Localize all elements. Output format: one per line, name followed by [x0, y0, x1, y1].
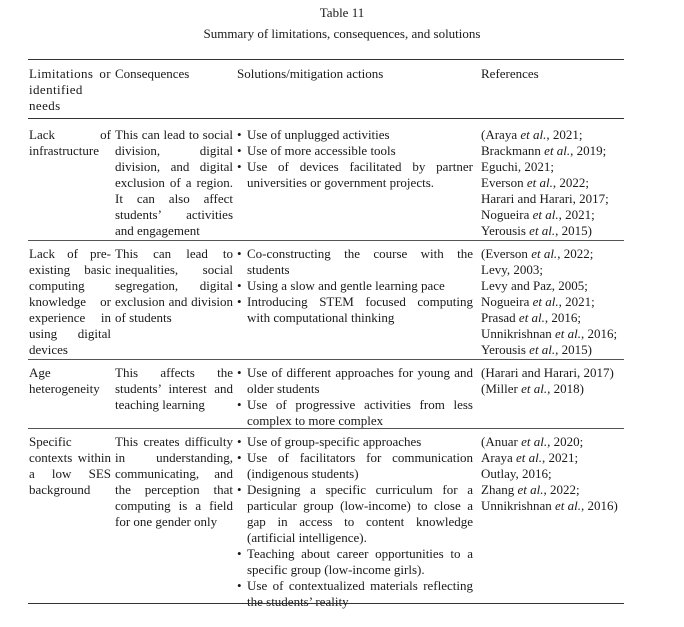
solution-item: Use of more accessible tools	[237, 143, 473, 159]
top-rule	[28, 59, 624, 60]
references-cell: (Anuar et al., 2020; Araya et al., 2021;…	[481, 434, 631, 514]
reference-line: Yerousis et al., 2015)	[481, 342, 593, 357]
bottom-rule	[28, 603, 624, 604]
reference-line: Nogueira et al., 2021;	[481, 294, 595, 309]
reference-line: Prasad et al., 2016;	[481, 310, 582, 325]
limitation-cell: Lack of infrastructure	[29, 127, 111, 158]
solution-item: Introducing STEM focused computing with …	[237, 294, 473, 326]
reference-line: Unnikrishnan et al., 2016;	[481, 326, 618, 341]
references-cell: (Araya et al., 2021; Brackmann et al., 2…	[481, 127, 631, 239]
reference-line: Nogueira et al., 2021;	[481, 207, 595, 222]
reference-line: Brackmann et al., 2019;	[481, 143, 607, 158]
reference-line: (Miller et al., 2018)	[481, 381, 584, 396]
solutions-list: Use of group-specific approaches Use of …	[237, 434, 473, 610]
reference-line: (Anuar et al., 2020;	[481, 434, 584, 449]
solutions-list: Use of different approaches for young an…	[237, 365, 473, 429]
solution-item: Teaching about career opportunities to a…	[237, 546, 473, 578]
references-cell: (Everson et al., 2022; Levy, 2003; Levy …	[481, 246, 631, 358]
consequence-cell: This can lead to social division, digita…	[115, 127, 233, 238]
reference-line: Unnikrishnan et al., 2016)	[481, 498, 618, 513]
header-solutions: Solutions/mitigation actions	[237, 66, 384, 81]
solution-item: Use of contextualized materials reflecti…	[237, 578, 473, 610]
solution-item: Use of different approaches for young an…	[237, 365, 473, 397]
consequence-cell: This creates difficulty in understanding…	[115, 434, 233, 529]
reference-line: Outlay, 2016;	[481, 466, 552, 481]
reference-line: (Harari and Harari, 2017)	[481, 365, 614, 380]
solution-item: Use of group-specific approaches	[237, 434, 473, 450]
reference-line: (Araya et al., 2021;	[481, 127, 583, 142]
reference-line: Harari and Harari, 2017;	[481, 191, 609, 206]
reference-line: Everson et al., 2022;	[481, 175, 589, 190]
header-rule	[28, 118, 624, 119]
solution-item: Using a slow and gentle learning pace	[237, 278, 473, 294]
solution-item: Use of unplugged activities	[237, 127, 473, 143]
reference-line: Yerousis et al., 2015)	[481, 223, 593, 238]
consequence-cell: This can lead to inequalities, social se…	[115, 246, 233, 325]
reference-line: Levy, 2003;	[481, 262, 543, 277]
header-consequences: Consequences	[115, 66, 190, 81]
table-title: Summary of limitations, consequences, an…	[203, 26, 481, 41]
solution-item: Co-constructing the course with the stud…	[237, 246, 473, 278]
limitation-cell: Age heterogeneity	[29, 365, 100, 396]
row-divider	[28, 240, 624, 241]
reference-line: Levy and Paz, 2005;	[481, 278, 588, 293]
header-limitations: Limitations or identified needs	[29, 66, 111, 113]
solutions-list: Use of unplugged activities Use of more …	[237, 127, 473, 191]
references-cell: (Harari and Harari, 2017) (Miller et al.…	[481, 365, 631, 397]
table-number: Table 11	[319, 5, 365, 20]
limitation-cell: Specific contexts within a low SES backg…	[29, 434, 111, 497]
header-references: References	[481, 66, 539, 81]
solution-item: Designing a specific curriculum for a pa…	[237, 482, 473, 546]
consequence-cell: This affects the students’ interest and …	[115, 365, 233, 412]
row-divider	[28, 428, 624, 429]
solution-item: Use of facilitators for communication (i…	[237, 450, 473, 482]
solution-item: Use of devices facilitated by partner un…	[237, 159, 473, 191]
reference-line: Eguchi, 2021;	[481, 159, 554, 174]
solutions-list: Co-constructing the course with the stud…	[237, 246, 473, 326]
reference-line: (Everson et al., 2022;	[481, 246, 594, 261]
reference-line: Araya et al., 2021;	[481, 450, 579, 465]
row-divider	[28, 359, 624, 360]
solution-item: Use of progressive activities from less …	[237, 397, 473, 429]
limitation-cell: Lack of pre-existing basic computing kno…	[29, 246, 111, 357]
reference-line: Zhang et al., 2022;	[481, 482, 580, 497]
